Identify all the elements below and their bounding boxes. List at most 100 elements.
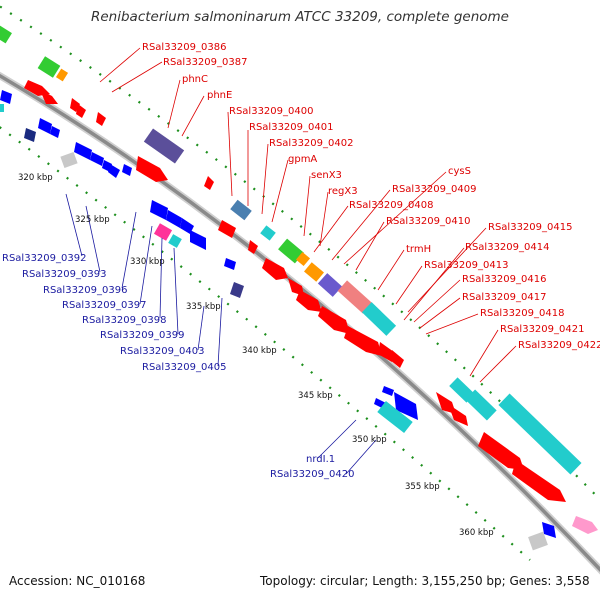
gene-label: phnE — [207, 90, 232, 101]
feature-arrow — [318, 306, 350, 334]
feature-arrow — [572, 516, 598, 534]
feature-arrow — [50, 126, 60, 138]
connector-line — [85, 205, 101, 273]
feature-arrow — [108, 164, 120, 178]
connector-line — [317, 419, 357, 459]
map-title: Renibacterium salmoninarum ATCC 33209, c… — [91, 9, 509, 25]
forward-connectors — [99, 47, 517, 383]
gene-label: RSal33209_0414 — [465, 242, 549, 253]
connector-line — [121, 211, 137, 289]
gene-label: RSal33209_0405 — [142, 362, 226, 373]
connector-line — [469, 329, 499, 377]
connector-line — [303, 175, 311, 237]
forward-features — [0, 24, 598, 534]
gene-label: RSal33209_0397 — [62, 300, 146, 311]
gene-label: RSal33209_0422 — [518, 340, 600, 351]
feature-arrow — [344, 326, 382, 356]
feature-block — [0, 104, 4, 112]
gene-label: RSal33209_0400 — [229, 106, 313, 117]
gene-label: RSal33209_0398 — [82, 315, 166, 326]
gene-label: RSal33209_0416 — [462, 274, 546, 285]
feature-block — [528, 531, 548, 551]
gene-label: RSal33209_0418 — [480, 308, 564, 319]
connector-line — [419, 297, 461, 329]
feature-block — [377, 401, 413, 433]
feature-arrow — [248, 240, 258, 254]
kbp-tick-label: 330 kbp — [130, 257, 165, 267]
gene-label: RSal33209_0401 — [249, 122, 333, 133]
connector-line — [343, 171, 447, 265]
connector-line — [227, 111, 233, 197]
connector-line — [217, 297, 223, 367]
gene-label: regX3 — [328, 186, 358, 197]
feature-block — [143, 128, 185, 164]
feature-arrow — [180, 218, 194, 234]
feature-arrow — [296, 290, 322, 312]
gene-label: RSal33209_0402 — [269, 138, 353, 149]
gene-label: phnC — [182, 74, 208, 85]
connector-line — [65, 193, 83, 257]
gene-label: RSal33209_0409 — [392, 184, 476, 195]
gene-label: RSal33209_0392 — [2, 253, 86, 264]
feature-arrow — [40, 90, 58, 104]
connector-line — [313, 205, 349, 253]
kbp-tick-label: 355 kbp — [405, 482, 440, 492]
gene-label: RSal33209_0386 — [142, 42, 226, 53]
connector-line — [479, 345, 517, 383]
feature-block — [153, 223, 173, 241]
feature-arrow — [90, 152, 104, 166]
kbp-tick-label: 325 kbp — [75, 215, 110, 225]
feature-arrow — [96, 112, 106, 126]
kbp-tick-labels: 320 kbp 325 kbp 330 kbp 335 kbp 340 kbp … — [18, 173, 494, 538]
reverse-connectors — [65, 193, 377, 475]
feature-arrow — [24, 128, 36, 142]
connector-line — [173, 247, 179, 335]
gene-label: nrdI.1 — [306, 454, 335, 465]
feature-block — [295, 251, 311, 267]
feature-arrow — [204, 176, 214, 190]
feature-block — [304, 262, 324, 282]
feature-block — [317, 273, 343, 297]
feature-arrow — [38, 118, 52, 134]
forward-gene-labels: RSal33209_0386 RSal33209_0387 phnC phnE … — [142, 42, 600, 351]
connector-line — [403, 247, 465, 321]
feature-block — [0, 24, 12, 44]
genome-summary-label: Topology: circular; Length: 3,155,250 bp… — [260, 574, 590, 588]
gene-label: trmH — [406, 244, 431, 255]
gene-label: RSal33209_0420 — [270, 469, 354, 480]
gene-label: RSal33209_0393 — [22, 269, 106, 280]
feature-arrow — [136, 156, 168, 182]
gene-label: RSal33209_0387 — [163, 57, 247, 68]
gene-label: RSal33209_0421 — [500, 324, 584, 335]
feature-block — [260, 225, 276, 241]
feature-block — [337, 280, 373, 314]
feature-arrow — [390, 350, 404, 368]
connector-line — [319, 191, 329, 247]
connector-line — [261, 143, 269, 215]
connector-line — [395, 265, 423, 305]
feature-arrow — [394, 392, 418, 420]
reverse-gene-labels: RSal33209_0392 RSal33209_0393 RSal33209_… — [2, 253, 354, 480]
feature-block — [168, 234, 182, 248]
feature-block — [278, 238, 304, 264]
connector-line — [413, 279, 461, 323]
connector-line — [425, 313, 479, 335]
gene-label: RSal33209_0399 — [100, 330, 184, 341]
feature-arrow — [76, 104, 86, 118]
feature-arrow — [478, 432, 524, 470]
gene-label: gpmA — [288, 154, 317, 165]
feature-arrow — [224, 258, 236, 270]
feature-arrow — [542, 522, 556, 538]
feature-arrow — [512, 460, 566, 502]
connector-line — [345, 439, 377, 475]
connector-line — [99, 47, 141, 83]
kbp-tick-label: 335 kbp — [186, 302, 221, 312]
feature-block — [361, 302, 397, 336]
feature-arrow — [230, 282, 244, 298]
gene-label: RSal33209_0415 — [488, 222, 572, 233]
feature-arrow — [0, 90, 12, 104]
feature-arrow — [218, 220, 236, 238]
connector-line — [181, 95, 205, 137]
